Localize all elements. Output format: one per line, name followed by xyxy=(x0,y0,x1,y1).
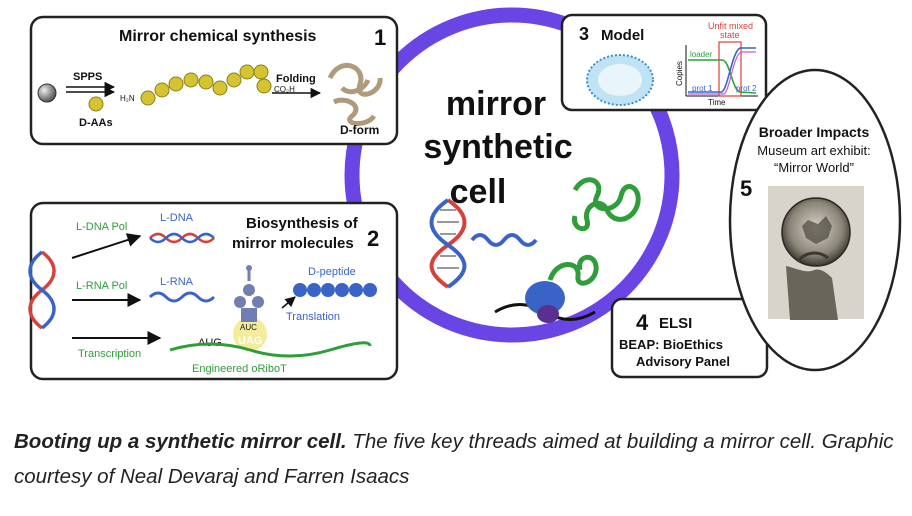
prot2-curve xyxy=(688,51,756,95)
cell-ring xyxy=(344,7,680,343)
l-dna-pol-label: L-DNA Pol xyxy=(76,221,127,233)
panel-2-title-line1: Biosynthesis of xyxy=(246,215,359,232)
mirror-world-artwork-icon xyxy=(768,186,864,320)
cell-dna-helix-icon xyxy=(429,198,467,289)
folding-label: Folding xyxy=(276,73,316,85)
template-dna-helix-icon xyxy=(28,250,56,330)
d-peptide-label: D-peptide xyxy=(308,266,356,278)
panel-1-title: Mirror chemical synthesis xyxy=(119,28,317,45)
panel-5-number: 5 xyxy=(740,176,752,201)
center-label-mirror: mirror xyxy=(446,85,546,123)
n-terminus-label: H₂N xyxy=(120,94,135,103)
prot1-curve xyxy=(688,47,756,93)
uag-label: UAG xyxy=(238,335,262,347)
folded-protein-icon xyxy=(327,63,383,126)
panel-3-model: 3 Model Unfit mixed state loader Copies … xyxy=(560,13,768,112)
panel-1-chemical-synthesis: Mirror chemical synthesis 1 SPPS D-AAs H… xyxy=(29,15,399,146)
translation-label: Translation xyxy=(286,311,340,323)
cell-rna-strand-icon xyxy=(470,233,538,247)
panel-4-elsi: 4 ELSI BEAP: BioEthics Advisory Panel xyxy=(610,297,769,379)
l-dna-helix-icon xyxy=(149,232,215,244)
center-label-synthetic: synthetic xyxy=(423,128,572,166)
prot2-label: prot 2 xyxy=(736,84,757,93)
panel-5-line2: “Mirror World” xyxy=(774,160,854,175)
peptide-chain-icon xyxy=(140,64,272,106)
c-terminus-label: CO₂H xyxy=(274,85,295,94)
unfit-label: Unfit mixed xyxy=(708,21,753,31)
panel-3-title: Model xyxy=(601,27,644,44)
d-form-label: D-form xyxy=(340,123,379,137)
prot1-label: prot 1 xyxy=(692,84,713,93)
mrna-strand-icon xyxy=(169,341,372,358)
figure-caption: Booting up a synthetic mirror cell. The … xyxy=(14,424,899,494)
panel-4-title: ELSI xyxy=(659,315,692,332)
l-rna-strand-icon xyxy=(148,291,216,303)
auc-label: AUC xyxy=(240,323,257,332)
state-label: state xyxy=(720,30,740,40)
panel-2-biosynthesis: Biosynthesis of mirror molecules 2 L-DNA… xyxy=(28,201,399,381)
amino-acid-bead-icon xyxy=(88,96,104,112)
beap-line1: BEAP: BioEthics xyxy=(619,337,723,352)
center-label-cell: cell xyxy=(450,173,507,211)
l-dna-label: L-DNA xyxy=(160,212,194,224)
panel-5-line1: Museum art exhibit: xyxy=(757,143,870,158)
trna-ribosome-icon xyxy=(233,265,267,351)
l-rna-label: L-RNA xyxy=(160,276,194,288)
panel-5-title: Broader Impacts xyxy=(759,124,870,140)
cell-protein-coil-icon xyxy=(572,177,641,232)
panel-1-number: 1 xyxy=(374,25,386,50)
copies-label: Copies xyxy=(675,61,684,86)
d-peptide-chain-icon xyxy=(293,283,377,297)
caption-bold: Booting up a synthetic mirror cell. xyxy=(14,430,347,453)
d-aas-label: D-AAs xyxy=(79,117,113,129)
beap-line2: Advisory Panel xyxy=(636,354,730,369)
l-rna-pol-label: L-RNA Pol xyxy=(76,280,127,292)
spps-label: SPPS xyxy=(73,71,102,83)
panel-4-number: 4 xyxy=(636,310,649,335)
panel-5-broader-impacts: Broader Impacts Museum art exhibit: “Mir… xyxy=(728,68,902,372)
loader-label: loader xyxy=(690,50,713,59)
resin-bead-icon xyxy=(37,83,57,103)
panel-3-number: 3 xyxy=(579,24,589,44)
caption-text: The five key threads aimed at building a… xyxy=(14,430,894,488)
time-label: Time xyxy=(708,98,726,107)
transcription-label: Transcription xyxy=(78,348,141,360)
cell-ribosome-icon xyxy=(494,254,599,323)
vesicle-model-icon xyxy=(586,54,654,106)
panel-2-number: 2 xyxy=(367,226,379,251)
engineered-oribot-label: Engineered oRiboT xyxy=(192,363,287,375)
panel-2-title-line2: mirror molecules xyxy=(232,235,354,252)
